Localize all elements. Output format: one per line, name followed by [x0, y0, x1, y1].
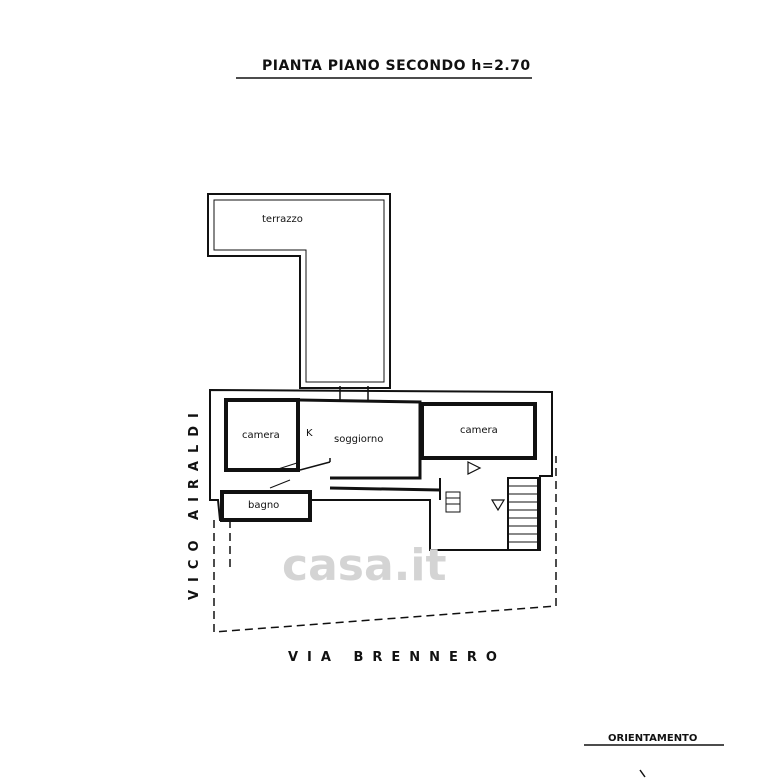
room-label-bedroom-right: camera: [460, 425, 498, 436]
room-label-terrace: terrazzo: [262, 214, 303, 225]
bedroom-left-walls: [224, 398, 300, 472]
terrace-outline-inner: [213, 199, 385, 383]
terrace-outline-outer: [207, 193, 391, 389]
room-label-living: soggiorno: [334, 434, 384, 445]
kitchen-mark: K: [306, 428, 313, 439]
orientation-label: ORIENTAMENTO: [608, 733, 698, 744]
lot-boundary: [213, 456, 557, 633]
building-outline: [209, 388, 553, 551]
watermark-text: casa.it: [282, 540, 447, 591]
plan-title: PIANTA PIANO SECONDO h=2.70: [262, 58, 531, 74]
street-label-side: VICO AIRALDI: [187, 405, 202, 600]
staircase: [507, 477, 539, 551]
room-label-bedroom-left: camera: [242, 430, 280, 441]
street-label-front: VIA BRENNERO: [288, 650, 506, 665]
room-label-bathroom: bagno: [248, 500, 280, 511]
bathroom-walls: [220, 490, 312, 522]
bedroom-right-walls: [420, 402, 537, 460]
